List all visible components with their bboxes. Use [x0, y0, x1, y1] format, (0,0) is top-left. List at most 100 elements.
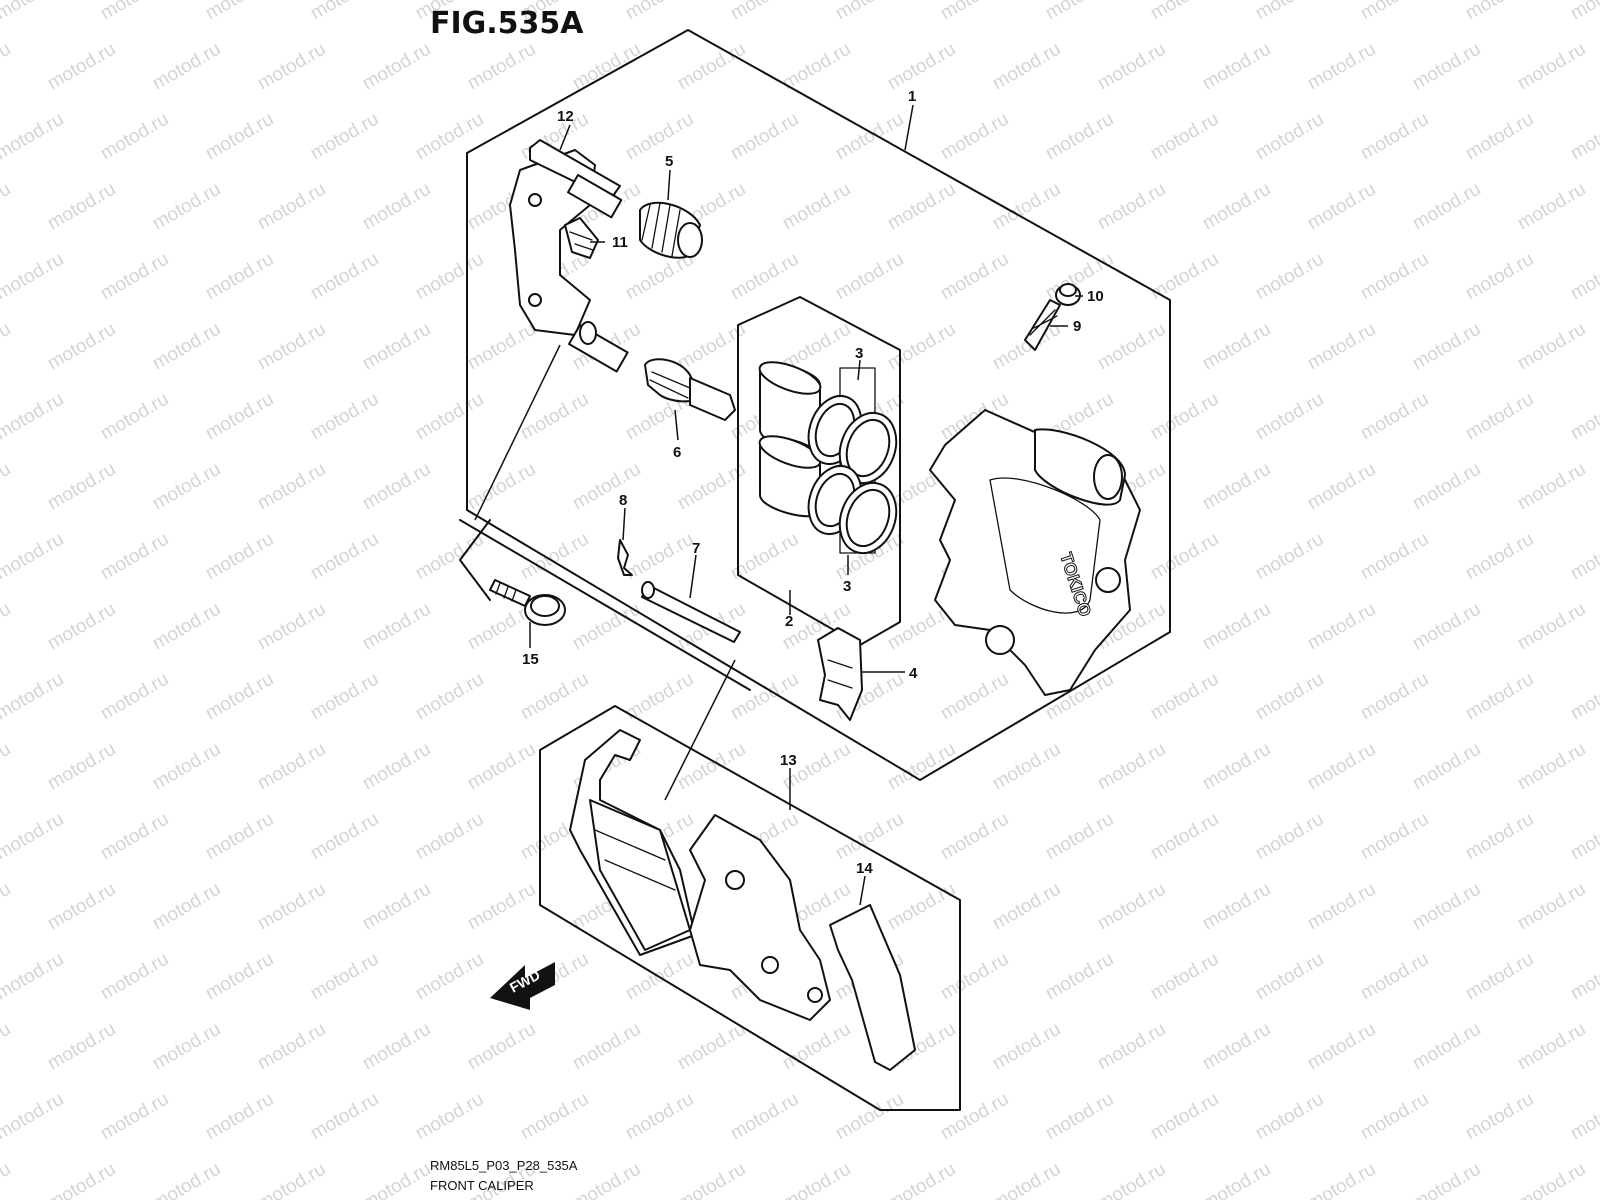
watermark-text: motod.ru	[412, 389, 487, 445]
watermark-text: motod.ru	[412, 1089, 487, 1145]
watermark-text: motod.ru	[464, 459, 539, 515]
watermark-text: motod.ru	[989, 1019, 1064, 1075]
watermark-text: motod.ru	[44, 879, 119, 935]
watermark-text: motod.ru	[97, 0, 172, 24]
watermark-text: motod.ru	[202, 0, 277, 24]
watermark-text: motod.ru	[307, 809, 382, 865]
watermark-text: motod.ru	[832, 0, 907, 24]
watermark-text: motod.ru	[359, 179, 434, 235]
callout-13: 13	[780, 752, 797, 769]
dust-boot	[639, 201, 703, 259]
watermark-text: motod.ru	[1094, 39, 1169, 95]
watermark-text: motod.ru	[149, 879, 224, 935]
watermark-text: motod.ru	[1199, 879, 1274, 935]
watermark-text: motod.ru	[1462, 109, 1537, 165]
watermark-text: motod.ru	[832, 1089, 907, 1145]
watermark-text: motod.ru	[307, 1089, 382, 1145]
watermark-text: motod.ru	[359, 39, 434, 95]
watermark-text: motod.ru	[1252, 949, 1327, 1005]
watermark-text: motod.ru	[517, 389, 592, 445]
watermark-text: motod.ru	[1514, 319, 1589, 375]
watermark-text: motod.ru	[1514, 879, 1589, 935]
watermark-text: motod.ru	[1514, 39, 1589, 95]
watermark-text: motod.ru	[0, 249, 67, 305]
watermark-text: motod.ru	[1357, 809, 1432, 865]
watermark-text: motod.ru	[149, 179, 224, 235]
watermark-text: motod.ru	[1147, 669, 1222, 725]
watermark-text: motod.ru	[1199, 179, 1274, 235]
piston-seal-upper	[807, 395, 898, 485]
slide-pin-boot	[644, 358, 736, 421]
watermark-text: motod.ru	[149, 459, 224, 515]
watermark-text: motod.ru	[1357, 529, 1432, 585]
watermark-text: motod.ru	[1147, 109, 1222, 165]
watermark-text: motod.ru	[0, 39, 14, 95]
watermark-text: motod.ru	[1094, 179, 1169, 235]
watermark-text: motod.ru	[1252, 669, 1327, 725]
watermark-text: motod.ru	[0, 0, 67, 24]
watermark-text: motod.ru	[1357, 1089, 1432, 1145]
watermark-text: motod.ru	[1252, 249, 1327, 305]
watermark-text: motod.ru	[254, 319, 329, 375]
watermark-text: motod.ru	[1252, 0, 1327, 24]
figure-title: FIG.535A	[430, 6, 584, 41]
watermark-text: motod.ru	[569, 1159, 644, 1200]
watermark-text: motod.ru	[937, 949, 1012, 1005]
callout-1: 1	[908, 88, 916, 105]
watermark-text: motod.ru	[464, 739, 539, 795]
watermark-text: motod.ru	[0, 389, 67, 445]
watermark-text: motod.ru	[1042, 1089, 1117, 1145]
watermark-text: motod.ru	[1567, 809, 1600, 865]
watermark-text: motod.ru	[622, 109, 697, 165]
watermark-text: motod.ru	[1304, 739, 1379, 795]
watermark-text: motod.ru	[1462, 0, 1537, 24]
callout-15: 15	[522, 651, 539, 668]
watermark-text: motod.ru	[884, 739, 959, 795]
bleeder-cap	[1055, 283, 1081, 306]
watermark-text: motod.ru	[989, 39, 1064, 95]
watermark-text: motod.ru	[0, 1019, 14, 1075]
watermark-text: motod.ru	[44, 39, 119, 95]
watermark-text: motod.ru	[884, 179, 959, 235]
watermark-text: motod.ru	[779, 1159, 854, 1200]
watermark-text: motod.ru	[0, 179, 14, 235]
watermark-text: motod.ru	[1147, 1089, 1222, 1145]
watermark-text: motod.ru	[254, 1019, 329, 1075]
watermark-text: motod.ru	[1409, 1019, 1484, 1075]
watermark-text: motod.ru	[727, 669, 802, 725]
piston-seal-lower	[807, 465, 898, 555]
watermark-text: motod.ru	[202, 949, 277, 1005]
callout-3-upper: 3	[855, 345, 863, 362]
watermark-text: motod.ru	[1199, 39, 1274, 95]
watermark-text: motod.ru	[1357, 389, 1432, 445]
watermark-text: motod.ru	[989, 179, 1064, 235]
watermark-text: motod.ru	[1094, 879, 1169, 935]
pad-spring	[817, 627, 863, 721]
watermark-text: motod.ru	[359, 879, 434, 935]
watermark-text: motod.ru	[989, 739, 1064, 795]
watermark-text: motod.ru	[1094, 1019, 1169, 1075]
pad-shim	[829, 904, 916, 1071]
watermark-text: motod.ru	[0, 1159, 14, 1200]
watermark-text: motod.ru	[464, 319, 539, 375]
brake-pad-set-outline	[539, 705, 961, 1111]
bleeder-valve	[1024, 299, 1061, 351]
watermark-text: motod.ru	[937, 0, 1012, 24]
watermark-text: motod.ru	[1304, 1019, 1379, 1075]
watermark-text: motod.ru	[1567, 949, 1600, 1005]
watermark-text: motod.ru	[569, 1019, 644, 1075]
watermark-text: motod.ru	[622, 529, 697, 585]
watermark-text: motod.ru	[1462, 1089, 1537, 1145]
watermark-text: motod.ru	[307, 389, 382, 445]
watermark-text: motod.ru	[1567, 249, 1600, 305]
watermark-text: motod.ru	[1199, 319, 1274, 375]
watermark-text: motod.ru	[202, 389, 277, 445]
watermark-text: motod.ru	[1409, 459, 1484, 515]
watermark-text: motod.ru	[254, 179, 329, 235]
brake-pad-right	[689, 814, 831, 1021]
watermark-text: motod.ru	[1252, 529, 1327, 585]
watermark-text: motod.ru	[359, 1159, 434, 1200]
mounting-bolt	[489, 579, 566, 626]
watermark-text: motod.ru	[1199, 739, 1274, 795]
